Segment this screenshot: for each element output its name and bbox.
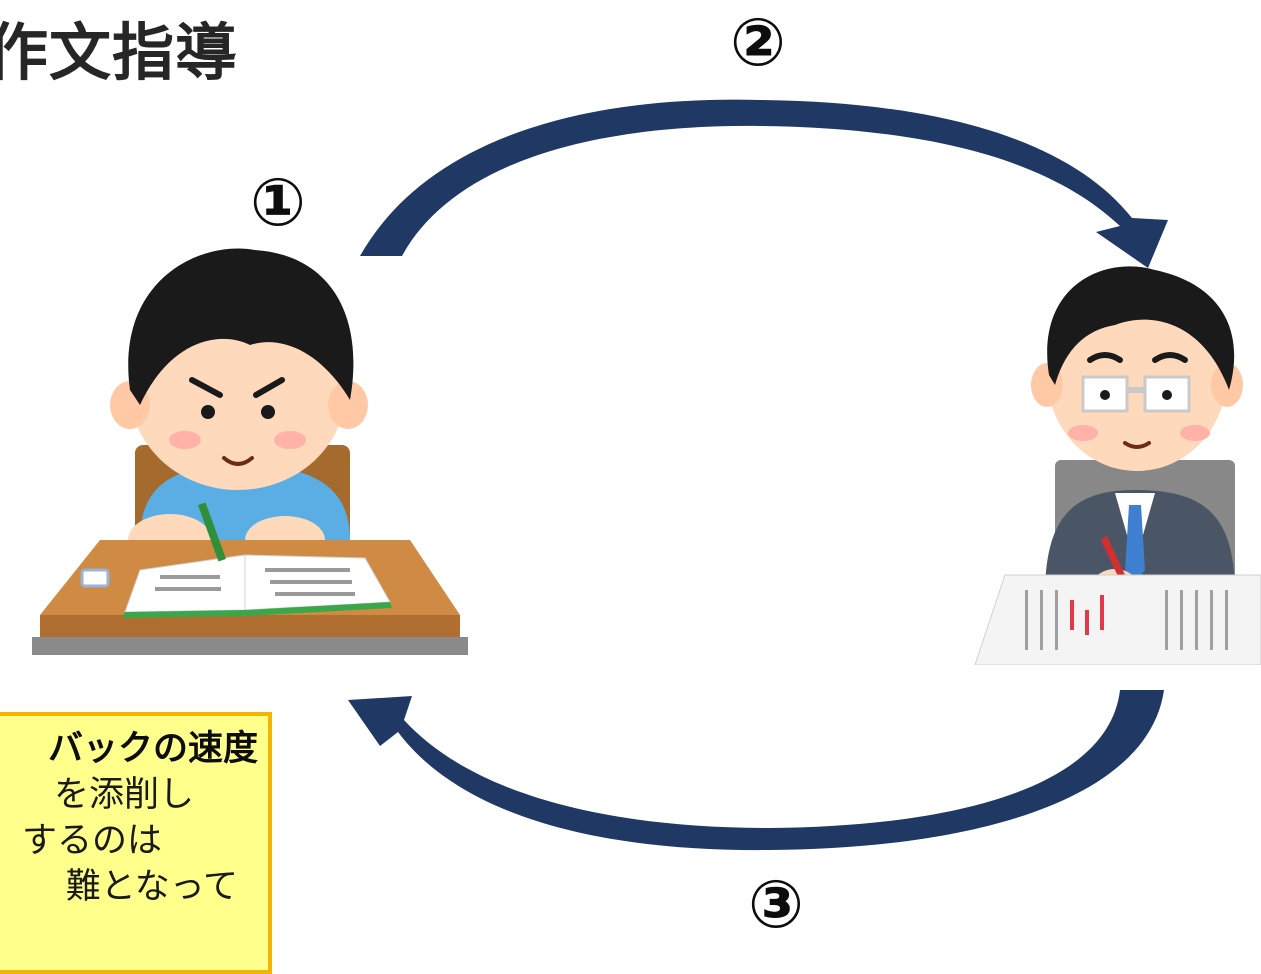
step-3-marker: ③ (748, 866, 804, 943)
note-line-1: を添削し (53, 775, 194, 815)
step-1-marker: ① (250, 164, 306, 241)
page-title: 作文指導 (0, 16, 239, 89)
step-2-marker: ② (730, 4, 786, 81)
arrow-teacher-to-student (348, 690, 1164, 851)
feedback-speed-note: バックの速度 を添削し するのは 難となって (0, 712, 272, 974)
note-line-2: するのは (21, 821, 162, 861)
note-heading: バックの速度 (47, 729, 258, 769)
arrow-student-to-teacher (360, 99, 1168, 268)
teacher-grading-papers-icon (974, 266, 1261, 665)
note-line-3: 難となって (65, 867, 238, 907)
student-writing-at-desk-icon (32, 248, 468, 655)
